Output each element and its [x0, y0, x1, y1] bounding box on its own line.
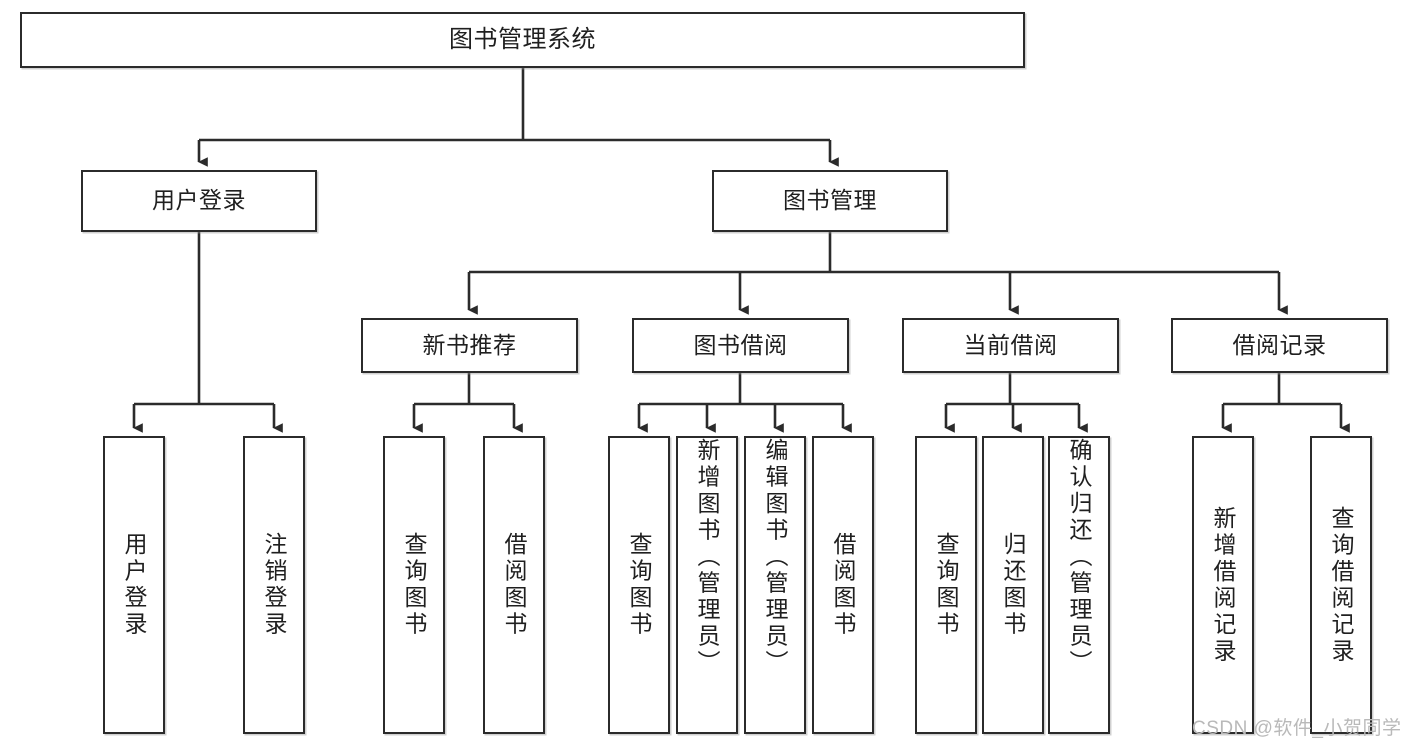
csdn-watermark: CSDN @软件_小贺同学	[1192, 718, 1402, 739]
node-label: 图书管理	[783, 187, 877, 214]
node-label: 用户登录	[152, 187, 246, 214]
node-label: 编辑图书（管理员）	[762, 438, 789, 677]
node-label: 新增图书（管理员）	[694, 438, 721, 677]
node-book-management[interactable]: 图书管理	[712, 170, 948, 232]
node-label: 当前借阅	[963, 331, 1058, 358]
leaf-recommend-query-book[interactable]: 查询图书	[383, 436, 445, 734]
leaf-user-login-login[interactable]: 用户登录	[103, 436, 165, 734]
node-current-borrow[interactable]: 当前借阅	[902, 318, 1119, 373]
leaf-recommend-borrow-book[interactable]: 借阅图书	[483, 436, 545, 734]
leaf-current-return-book[interactable]: 归还图书	[982, 436, 1044, 734]
node-label: 借阅图书	[830, 532, 857, 638]
node-label: 查询图书	[933, 532, 960, 638]
leaf-borrow-query-book[interactable]: 查询图书	[608, 436, 670, 734]
node-label: 图书管理系统	[449, 25, 596, 53]
node-label: 确认归还（管理员）	[1066, 438, 1093, 677]
node-label: 新增借阅记录	[1210, 505, 1237, 665]
leaf-borrow-borrow-book[interactable]: 借阅图书	[812, 436, 874, 734]
leaf-borrow-add-book-admin[interactable]: 新增图书（管理员）	[676, 436, 738, 734]
node-label: 注销登录	[261, 532, 288, 638]
node-root-system[interactable]: 图书管理系统	[20, 12, 1025, 68]
leaf-record-query-record[interactable]: 查询借阅记录	[1310, 436, 1372, 734]
node-label: 查询图书	[401, 532, 428, 638]
node-label: 新书推荐	[422, 331, 517, 358]
leaf-borrow-edit-book-admin[interactable]: 编辑图书（管理员）	[744, 436, 806, 734]
node-book-borrow[interactable]: 图书借阅	[632, 318, 849, 373]
leaf-current-query-book[interactable]: 查询图书	[915, 436, 977, 734]
node-new-book-recommend[interactable]: 新书推荐	[361, 318, 578, 373]
node-label: 查询借阅记录	[1328, 505, 1355, 665]
node-label: 用户登录	[121, 532, 148, 638]
node-label: 借阅图书	[501, 532, 528, 638]
node-label: 查询图书	[626, 532, 653, 638]
node-borrow-record[interactable]: 借阅记录	[1171, 318, 1388, 373]
node-user-login[interactable]: 用户登录	[81, 170, 317, 232]
leaf-record-add-record[interactable]: 新增借阅记录	[1192, 436, 1254, 734]
node-label: 归还图书	[1000, 532, 1027, 638]
leaf-current-confirm-return-admin[interactable]: 确认归还（管理员）	[1048, 436, 1110, 734]
leaf-user-login-logout[interactable]: 注销登录	[243, 436, 305, 734]
node-label: 借阅记录	[1232, 331, 1327, 358]
node-label: 图书借阅	[693, 331, 788, 358]
